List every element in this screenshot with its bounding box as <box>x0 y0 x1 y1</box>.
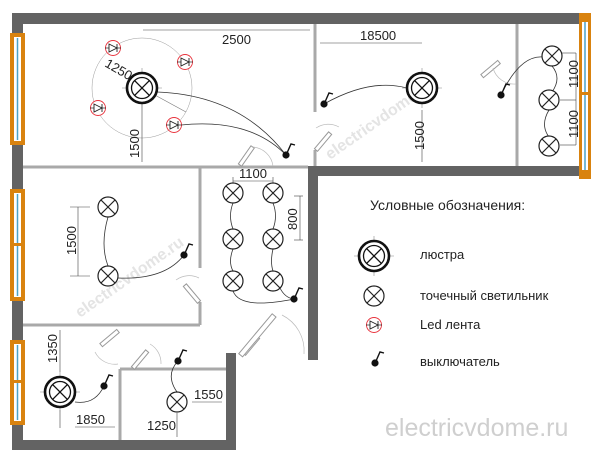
watermark-text: electricvdome.ru <box>385 414 568 442</box>
legend-title: Условные обозначения: <box>370 197 525 213</box>
switch-icon <box>496 83 511 100</box>
svg-text:1500: 1500 <box>127 129 142 158</box>
doors <box>94 59 517 370</box>
svg-text:1500: 1500 <box>64 226 79 255</box>
spotlight-icon <box>97 265 119 287</box>
legend-label: точечный светильник <box>420 288 549 303</box>
led-strip-icon <box>165 117 183 133</box>
legend-label: люстра <box>420 247 465 262</box>
spotlight-icon <box>538 135 560 157</box>
svg-text:1250: 1250 <box>147 418 176 433</box>
svg-text:18500: 18500 <box>360 28 396 43</box>
legend-label: выключатель <box>420 354 500 369</box>
chandelier-icon <box>352 234 396 278</box>
spotlight-icon <box>262 270 284 292</box>
watermark: electricvdome.ru electricvdome.ru electr… <box>73 76 569 442</box>
wiring <box>74 56 558 403</box>
spotlight-icon <box>538 89 560 111</box>
switch-icon <box>370 351 385 368</box>
svg-text:1850: 1850 <box>76 412 105 427</box>
spotlight-icon <box>363 285 385 307</box>
watermark-diagonal: electricvdome.ru <box>73 234 188 321</box>
led-strip-icon <box>89 100 107 116</box>
spotlight-icon <box>262 228 284 250</box>
door-leaves <box>238 313 277 358</box>
svg-text:1350: 1350 <box>45 334 60 363</box>
spotlight-icon <box>222 270 244 292</box>
switch-icon <box>99 374 114 391</box>
dimension-labels: 2500 1250 1500 18500 1500 1100 1100 1500… <box>45 28 581 433</box>
spotlight-icon <box>166 391 188 413</box>
windows <box>10 13 591 425</box>
svg-text:1100: 1100 <box>566 60 581 88</box>
svg-text:2500: 2500 <box>222 32 251 47</box>
partitions <box>23 24 519 440</box>
switch-icon <box>173 349 188 366</box>
svg-text:1100: 1100 <box>566 110 581 138</box>
led-strip-icon <box>365 317 383 333</box>
spotlight-icon <box>222 182 244 204</box>
legend: Условные обозначения: люстра точечный св… <box>352 197 549 369</box>
legend-label: Led лента <box>420 317 481 332</box>
svg-text:800: 800 <box>285 208 300 230</box>
svg-text:1550: 1550 <box>194 387 223 402</box>
switch-icon <box>281 143 296 160</box>
spotlight-icon <box>222 228 244 250</box>
spotlight-icon <box>97 196 119 218</box>
led-strip-icon <box>104 40 122 56</box>
spotlight-icon <box>541 45 563 67</box>
svg-text:1500: 1500 <box>412 121 427 150</box>
led-strip-icon <box>176 54 194 70</box>
walls <box>12 13 585 450</box>
spotlight-icon <box>262 182 284 204</box>
dimension-lines <box>59 29 577 437</box>
svg-text:1100: 1100 <box>239 166 267 181</box>
switch-icon <box>289 287 304 304</box>
chandelier-icon <box>38 370 82 414</box>
